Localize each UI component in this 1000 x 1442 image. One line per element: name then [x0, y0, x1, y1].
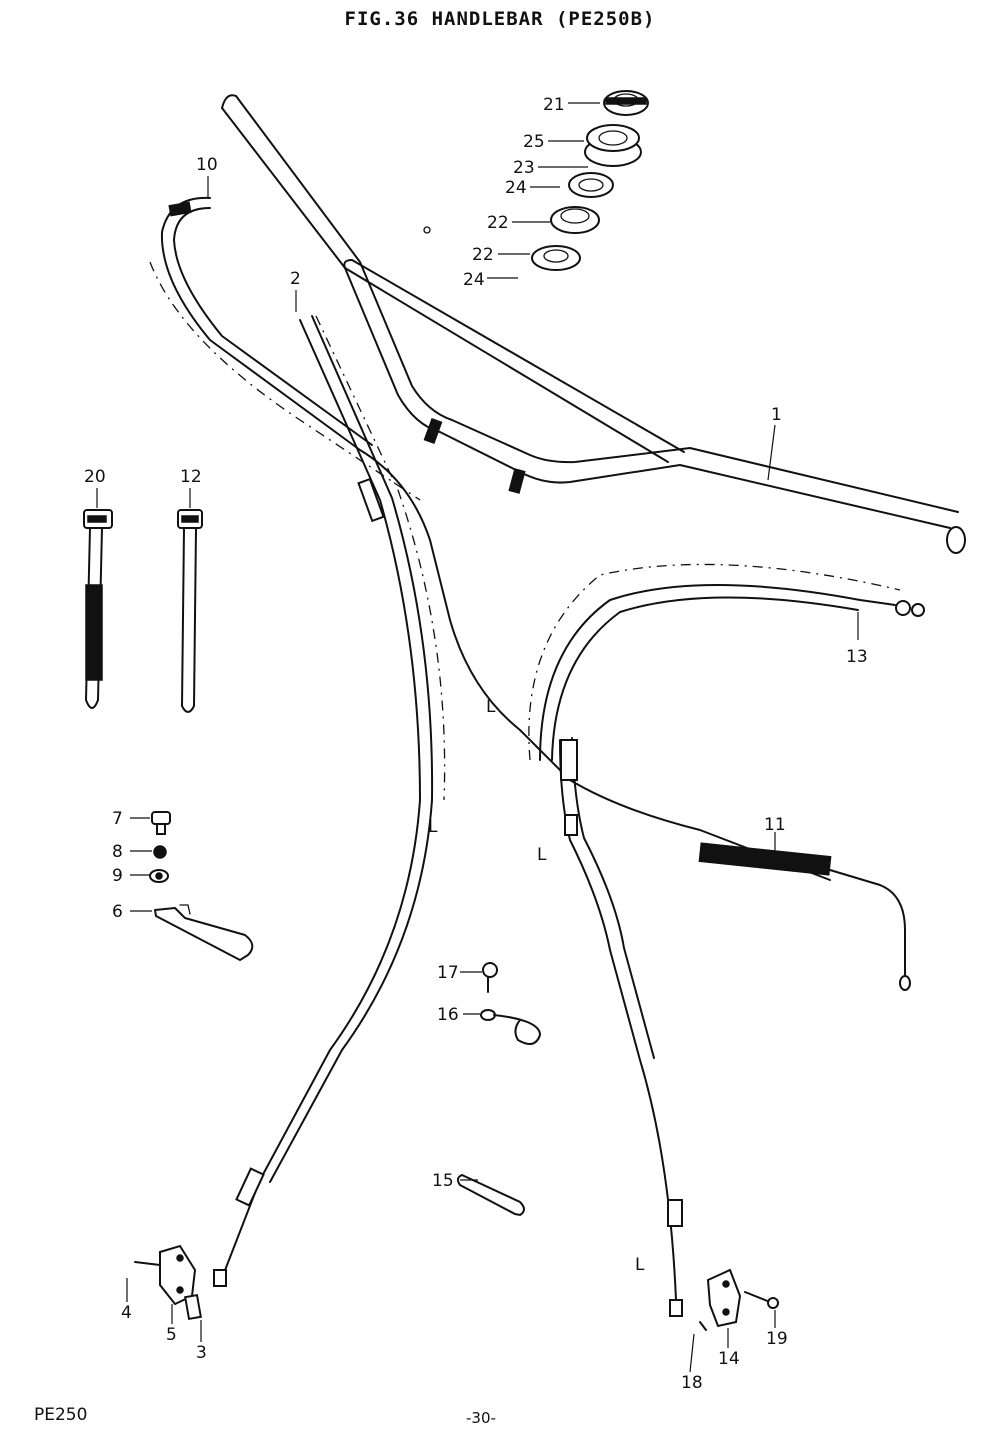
callout-24: 24: [463, 270, 485, 290]
callout-16: 16: [437, 1005, 459, 1025]
length-mark-L: L: [635, 1255, 645, 1275]
length-mark-L: L: [486, 697, 496, 717]
callout-5: 5: [166, 1325, 177, 1345]
callout-4: 4: [121, 1303, 132, 1323]
length-mark-L: L: [428, 817, 438, 837]
callout-9: 9: [112, 866, 123, 886]
callout-6: 6: [112, 902, 123, 922]
steering-bearing-stack: [423, 90, 649, 271]
callout-8: 8: [112, 842, 123, 862]
cable-straps: [83, 509, 203, 713]
page-number: -30-: [466, 1409, 496, 1427]
figure-title: FIG.36 HANDLEBAR (PE250B): [344, 8, 656, 30]
callout-14: 14: [718, 1349, 740, 1369]
footer-model-label: PE250: [34, 1405, 88, 1425]
callout-25: 25: [523, 132, 545, 152]
callout-12: 12: [180, 467, 202, 487]
cables: [149, 196, 925, 1317]
callout-1: 1: [771, 405, 782, 425]
callout-leaders: [96, 102, 859, 1373]
lever-holders: [134, 1244, 779, 1331]
callout-23: 23: [513, 158, 535, 178]
handlebar: [221, 94, 966, 554]
callout-3: 3: [196, 1343, 207, 1363]
callout-2: 2: [290, 269, 301, 289]
callout-10: 10: [196, 155, 218, 175]
length-mark-L: L: [537, 845, 547, 865]
cable-clamp-parts: [149, 811, 254, 961]
callout-17: 17: [437, 963, 459, 983]
callout-21: 21: [543, 95, 565, 115]
callout-24: 24: [505, 178, 527, 198]
callout-15: 15: [432, 1171, 454, 1191]
callout-22: 22: [472, 245, 494, 265]
throttle-clamp-parts: [456, 962, 541, 1217]
callout-13: 13: [846, 647, 868, 667]
callout-11: 11: [764, 815, 786, 835]
callout-labels: 21 25 23 24 22 22 24 10 2 1 20 12 13 11 …: [84, 95, 868, 1393]
callout-20: 20: [84, 467, 106, 487]
callout-18: 18: [681, 1373, 703, 1393]
callout-22: 22: [487, 213, 509, 233]
callout-19: 19: [766, 1329, 788, 1349]
callout-7: 7: [112, 809, 123, 829]
